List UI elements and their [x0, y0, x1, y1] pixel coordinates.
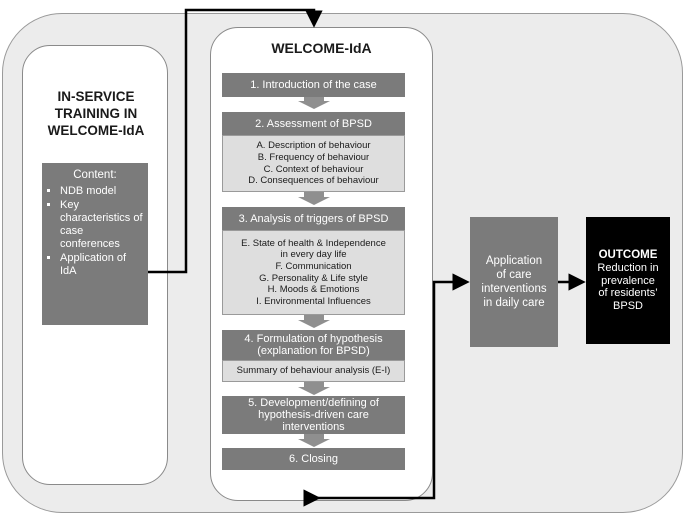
- content-item-application: Application of IdA: [60, 252, 143, 278]
- down-arrow-2: [298, 192, 330, 205]
- down-arrow-5: [298, 434, 330, 447]
- welcome-to-application-connector: [303, 273, 470, 507]
- step-introduction: 1. Introduction of the case: [222, 73, 405, 97]
- training-content-box: Content: NDB model Key characteristics o…: [42, 163, 148, 325]
- content-item-characteristics: Key characteristics of case conferences: [60, 199, 143, 251]
- step-hypothesis: 4. Formulation of hypothesis (explanatio…: [222, 330, 405, 360]
- step-analysis-triggers: 3. Analysis of triggers of BPSD: [222, 207, 405, 230]
- application-box: Application of care interventions in dai…: [470, 217, 558, 347]
- triggers-details: E. State of health & Independence in eve…: [222, 230, 405, 315]
- outcome-box: OUTCOME Reduction in prevalence of resid…: [586, 217, 670, 344]
- outcome-title: OUTCOME: [598, 248, 658, 261]
- hypothesis-summary: Summary of behaviour analysis (E-I): [222, 360, 405, 382]
- training-title: IN-SERVICE TRAINING IN WELCOME-IdA: [47, 89, 145, 138]
- step-assessment: 2. Assessment of BPSD: [222, 112, 405, 135]
- step-interventions: 5. Development/defining of hypothesis-dr…: [222, 396, 405, 434]
- down-arrow-3: [298, 315, 330, 328]
- training-to-welcome-connector: [148, 8, 323, 274]
- assessment-details: A. Description of behaviour B. Frequency…: [222, 135, 405, 192]
- content-heading: Content:: [73, 169, 117, 181]
- content-item-ndb: NDB model: [60, 185, 143, 198]
- step-closing: 6. Closing: [222, 448, 405, 470]
- content-list: NDB model Key characteristics of case co…: [47, 185, 143, 278]
- down-arrow-1: [298, 96, 330, 109]
- welcome-ida-title: WELCOME-IdA: [271, 40, 372, 56]
- down-arrow-4: [298, 382, 330, 395]
